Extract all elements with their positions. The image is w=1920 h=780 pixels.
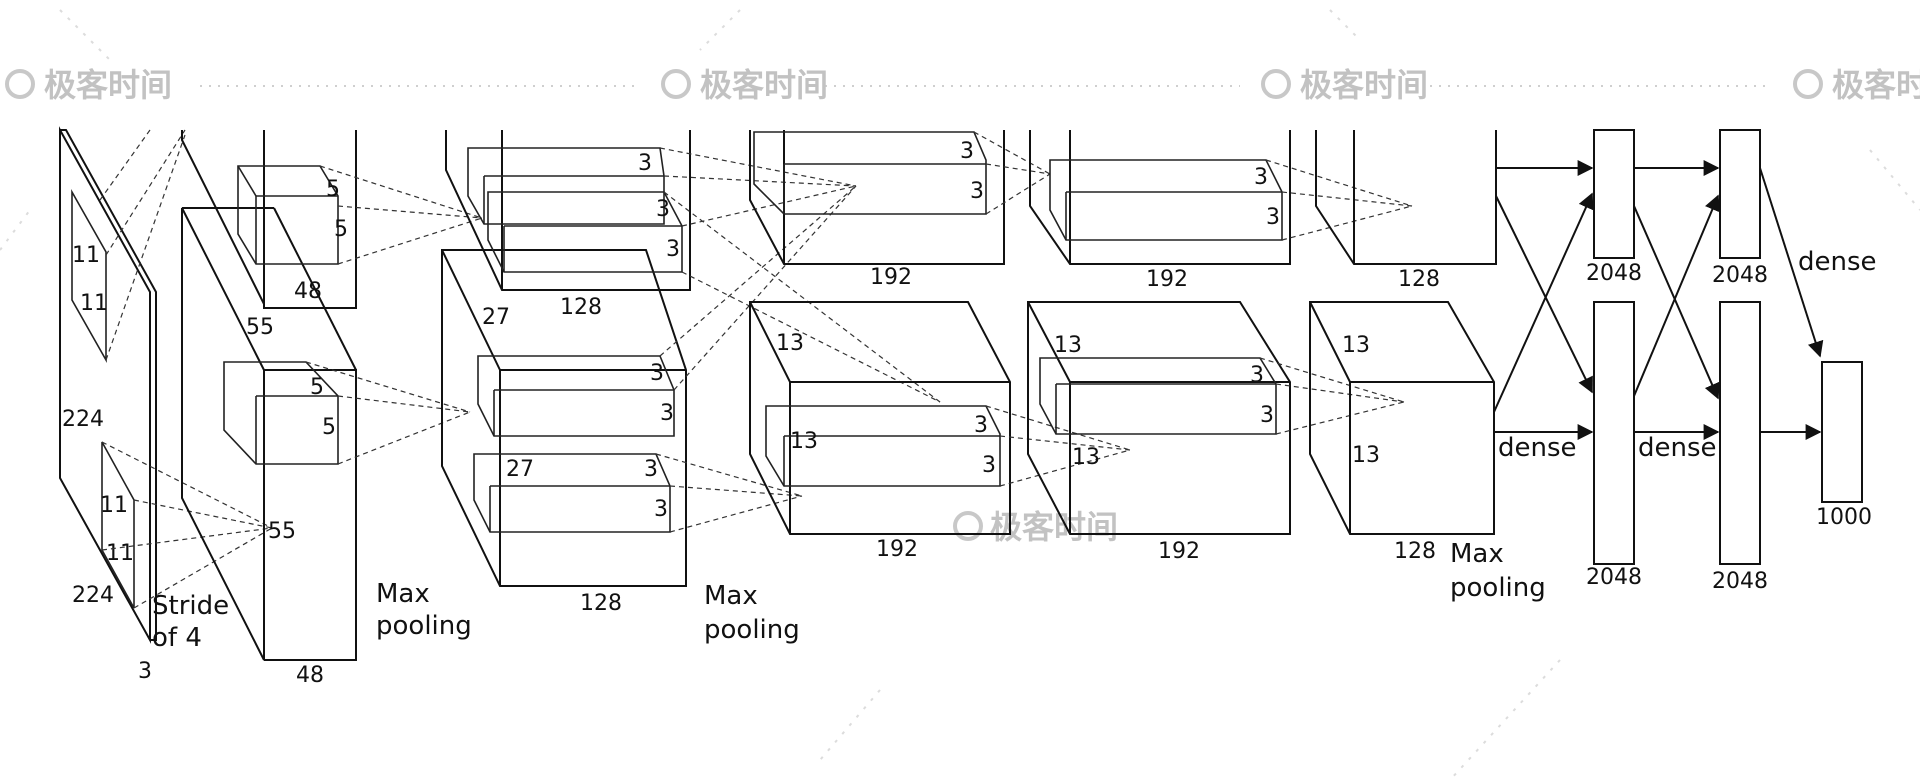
kernel-3-label-a: 3: [638, 151, 652, 176]
input-depth-label: 3: [138, 659, 152, 684]
svg-text:极客时间: 极客时间: [1832, 66, 1920, 104]
conv2-kernel-top-1: [467, 147, 665, 225]
kernel-4-label-c: 3: [974, 413, 988, 438]
kernel-1-label-d: 11: [106, 541, 134, 566]
kernel-3-label-c: 3: [666, 237, 680, 262]
conv2-depth-label: 128: [560, 295, 602, 320]
kernel-5-label-b: 3: [1266, 205, 1280, 230]
max-pooling-3-label-2: pooling: [1450, 573, 1546, 603]
conv2-size-label: 27: [482, 305, 510, 330]
watermark-logo-4: 极客时间: [1793, 66, 1920, 104]
conv4-depth-label: 192: [1146, 267, 1188, 292]
conv5-size-label-2: 13: [1352, 443, 1380, 468]
conv4-layer: 3 3 3 3 192 13 13 192: [1027, 130, 1413, 564]
svg-text:极客时间: 极客时间: [700, 66, 828, 104]
input-layer: 11 11 11 11 224 224 3 Stride of 4: [59, 126, 273, 684]
kernel-1-label-a: 11: [72, 243, 100, 268]
conv3-size-label-2: 13: [790, 429, 818, 454]
kernel-3-label-g: 3: [654, 497, 668, 522]
conv2-layer: 3 3 3 3 3 3 3 128 27 27 128 Max pooling: [441, 130, 941, 645]
input-width-label: 224: [72, 583, 114, 608]
watermark-layer: 极客时间 极客时间 极客时间 极客时间 极客时间: [0, 9, 1920, 780]
svg-text:极客时间: 极客时间: [990, 508, 1118, 546]
conv3-layer: 3 3 3 3 192 13 13 192: [749, 130, 1131, 562]
max-pooling-1-label: Max: [376, 579, 430, 609]
kernel-5-label-d: 3: [1260, 403, 1274, 428]
conv3-size-label: 13: [776, 331, 804, 356]
fc7-top-label: 2048: [1712, 263, 1768, 288]
fc8-label: 1000: [1816, 505, 1872, 530]
max-pooling-1-label-2: pooling: [376, 611, 472, 641]
kernel-3-label-f: 3: [644, 457, 658, 482]
stride-label: Stride: [152, 591, 229, 621]
conv4-size-label: 13: [1054, 333, 1082, 358]
conv3-depth-label-2: 192: [876, 537, 918, 562]
fc-layers: 2048 2048 2048 2048 1000 dense dense den…: [1493, 129, 1877, 594]
conv1-layer: 5 5 5 5 48 55 55 48 Max pooling: [181, 130, 483, 688]
kernel-5-label-c: 3: [1250, 363, 1264, 388]
conv2-kernel-top-2: [487, 191, 683, 273]
watermark-logo-3: 极客时间: [1261, 66, 1428, 104]
kernel-1-label-c: 11: [100, 493, 128, 518]
fc6-top-label: 2048: [1586, 261, 1642, 286]
fc6-bottom-label: 2048: [1586, 565, 1642, 590]
conv5-size-label: 13: [1342, 333, 1370, 358]
conv1-size-label: 55: [246, 315, 274, 340]
conv2-size-label-2: 27: [506, 457, 534, 482]
fc7-bottom-label: 2048: [1712, 569, 1768, 594]
kernel-2-label-c: 5: [310, 375, 324, 400]
conv2-kernel-bottom-2: [473, 453, 671, 533]
conv1-size-label-2: 55: [268, 519, 296, 544]
conv2-depth-label-2: 128: [580, 591, 622, 616]
dense-label-3: dense: [1798, 247, 1877, 277]
conv4-kernel-top: [1049, 159, 1283, 241]
watermark-logo-2: 极客时间: [661, 66, 828, 104]
max-pooling-3-label: Max: [1450, 539, 1504, 569]
kernel-5-label-a: 3: [1254, 165, 1268, 190]
kernel-4-label-b: 3: [970, 179, 984, 204]
dense-label-2: dense: [1638, 433, 1717, 463]
dense-label-1: dense: [1498, 433, 1577, 463]
conv5-layer: 128 13 13 128 Max pooling: [1309, 130, 1546, 603]
kernel-3-label-b: 3: [656, 197, 670, 222]
kernel-2-label-a: 5: [326, 177, 340, 202]
kernel-2-label-d: 5: [322, 415, 336, 440]
kernel-3-label-d: 3: [650, 361, 664, 386]
conv5-depth-label-2: 128: [1394, 539, 1436, 564]
conv3-depth-label: 192: [870, 265, 912, 290]
conv5-depth-label: 128: [1398, 267, 1440, 292]
input-height-label: 224: [62, 407, 104, 432]
conv4-depth-label-2: 192: [1158, 539, 1200, 564]
kernel-3-label-e: 3: [660, 401, 674, 426]
max-pooling-2-label-2: pooling: [704, 615, 800, 645]
conv4-kernel-bottom: [1039, 357, 1277, 435]
svg-text:极客时间: 极客时间: [1300, 66, 1428, 104]
max-pooling-2-label: Max: [704, 581, 758, 611]
kernel-4-label-a: 3: [960, 139, 974, 164]
watermark-logo-1: 极客时间: [5, 66, 172, 104]
svg-text:极客时间: 极客时间: [44, 66, 172, 104]
conv2-kernel-bottom-1: [477, 355, 675, 437]
conv1-depth-label: 48: [294, 279, 322, 304]
stride-label-2: of 4: [152, 623, 202, 653]
conv1-depth-label-2: 48: [296, 663, 324, 688]
watermark-logo-5: 极客时间: [953, 508, 1118, 546]
kernel-2-label-b: 5: [334, 217, 348, 242]
kernel-1-label-b: 11: [80, 291, 108, 316]
kernel-4-label-d: 3: [982, 453, 996, 478]
conv4-size-label-2: 13: [1072, 445, 1100, 470]
